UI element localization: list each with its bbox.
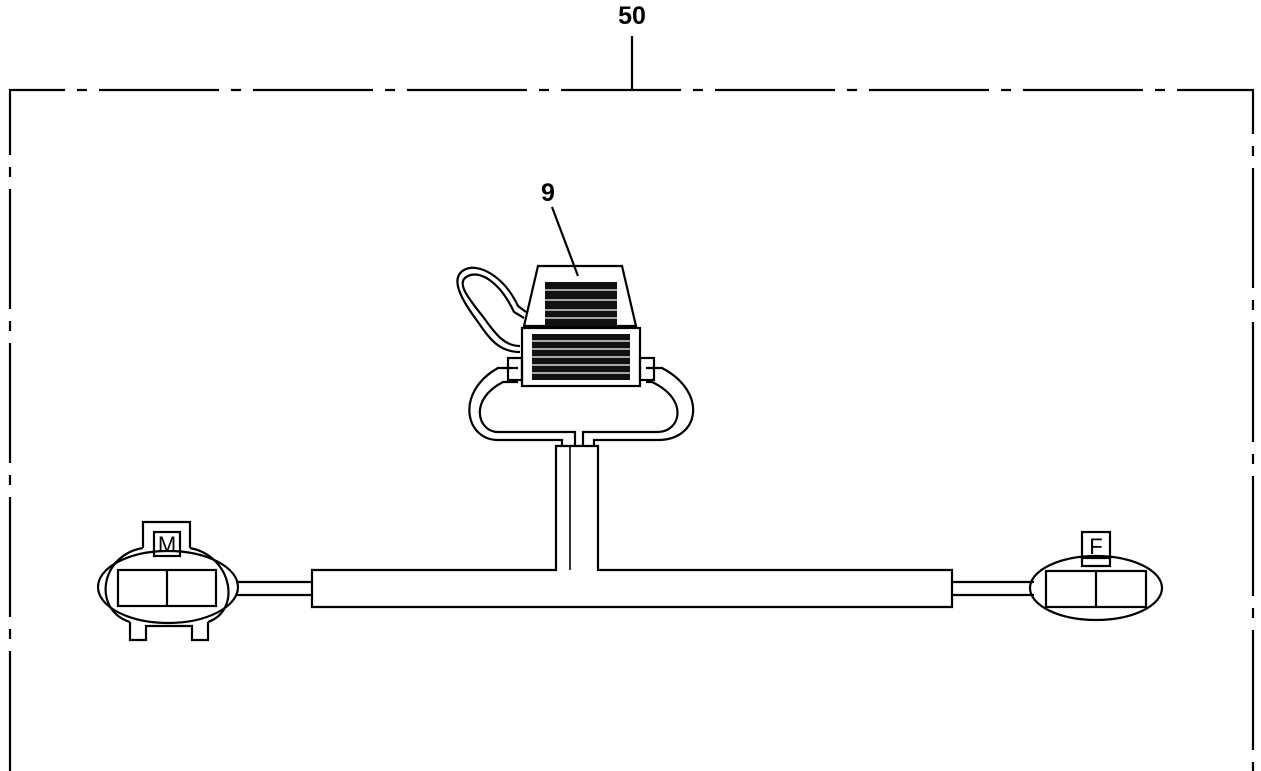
callout-50: 50 (618, 2, 646, 90)
female-connector: F (1028, 530, 1164, 622)
male-connector: M (96, 520, 240, 642)
right-pigtail (952, 580, 1034, 597)
callout-9: 9 (541, 179, 580, 277)
fuse-loop-wire (468, 366, 695, 446)
harness-trunk (310, 444, 954, 609)
male-connector-label: M (158, 532, 176, 557)
callout-50-label: 50 (618, 2, 646, 30)
fuse-holder (456, 264, 656, 388)
callout-9-leader (550, 206, 580, 277)
assembly-boundary (8, 88, 1255, 771)
female-connector-label: F (1089, 534, 1102, 559)
left-pigtail (236, 580, 312, 597)
callout-9-label: 9 (541, 179, 555, 207)
